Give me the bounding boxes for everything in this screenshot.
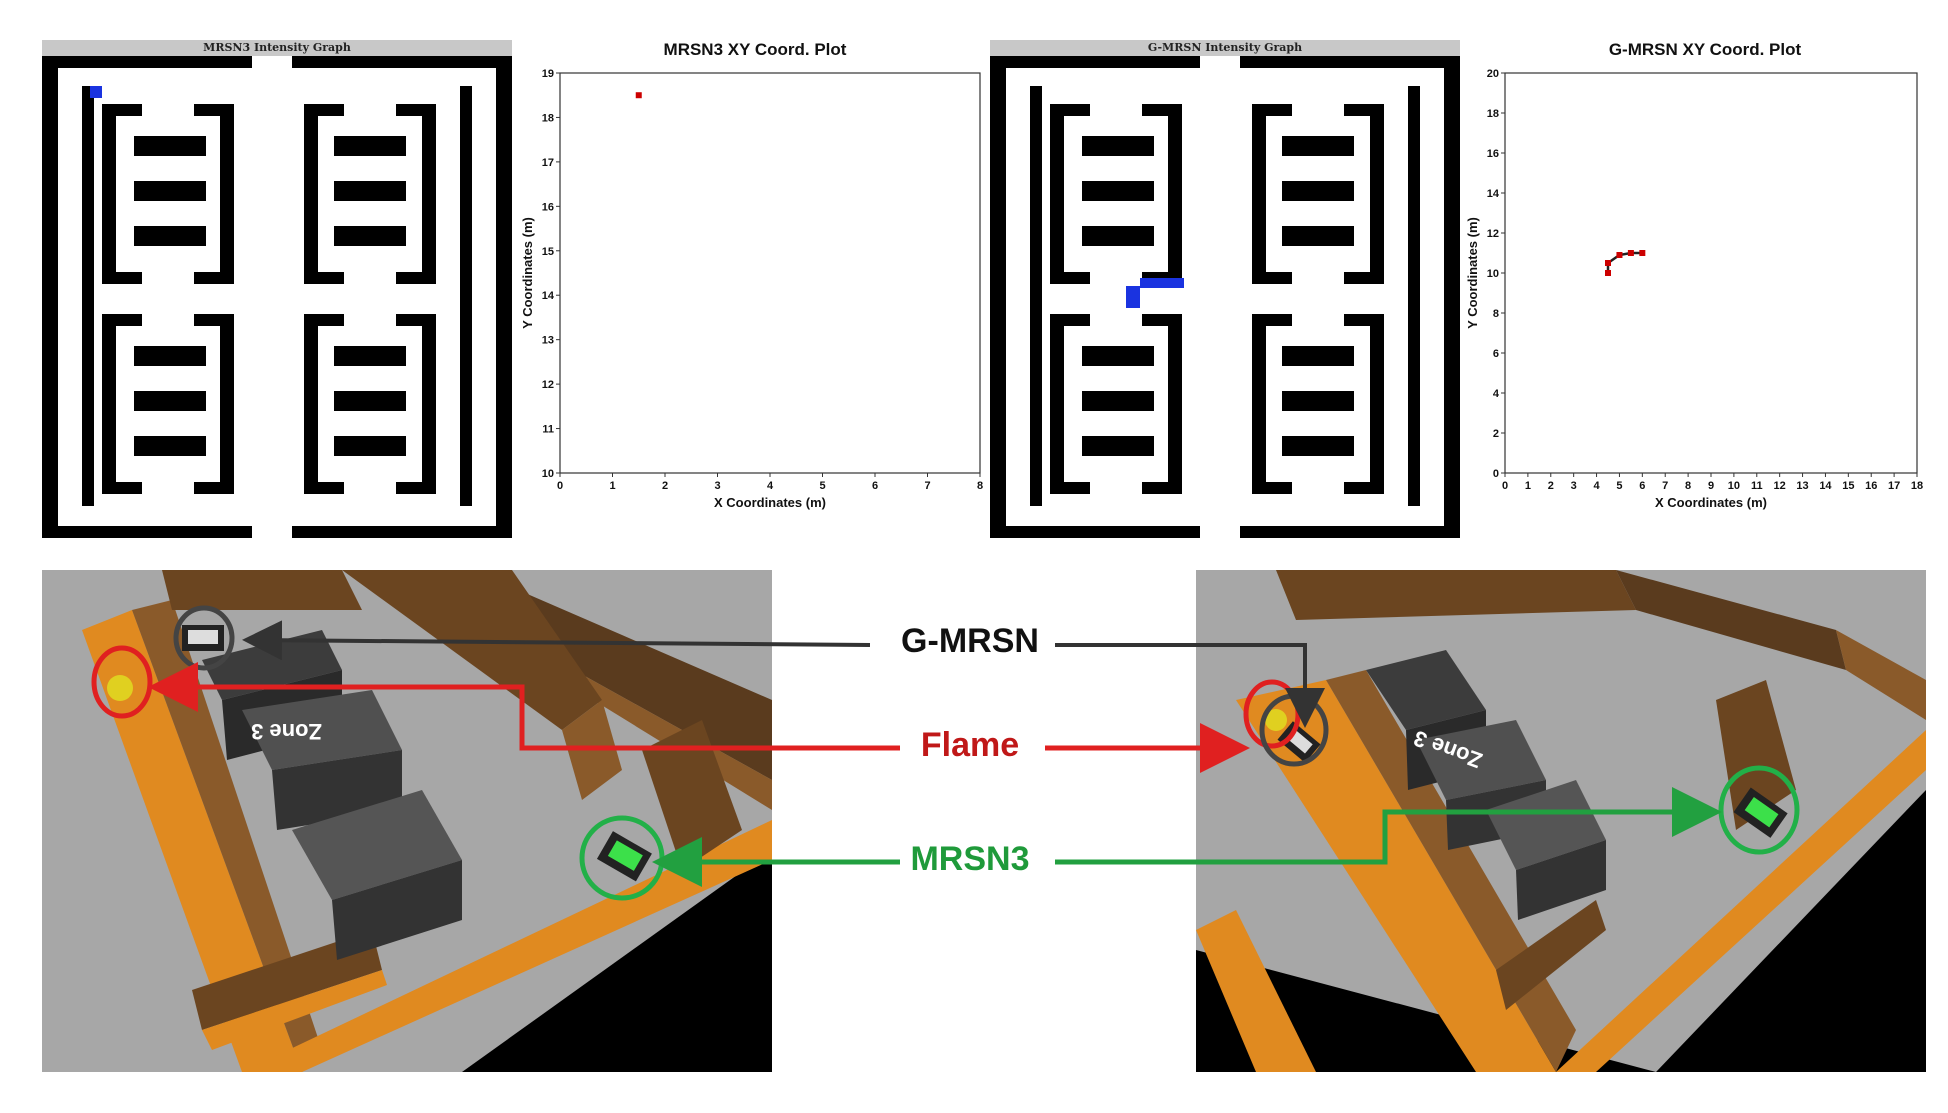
x-tick-label: 12 xyxy=(1774,480,1786,492)
data-point xyxy=(1605,270,1611,276)
flame-icon xyxy=(107,675,133,701)
x-tick-label: 11 xyxy=(1751,480,1763,492)
x-tick-label: 3 xyxy=(1571,480,1577,492)
x-tick-label: 13 xyxy=(1796,480,1808,492)
gmrsn-intensity-graph: G-MRSN Intensity Graph xyxy=(990,40,1460,538)
x-tick-label: 17 xyxy=(1888,480,1900,492)
robot-gmrsn xyxy=(182,625,224,651)
y-tick-label: 10 xyxy=(1487,268,1499,280)
y-tick-label: 6 xyxy=(1493,348,1499,360)
data-point xyxy=(1605,260,1611,266)
x-tick-label: 0 xyxy=(1502,480,1508,492)
x-tick-label: 7 xyxy=(924,480,930,492)
mrsn3-intensity-graph: MRSN3 Intensity Graph xyxy=(42,40,512,538)
y-tick-label: 4 xyxy=(1493,388,1500,400)
gmrsn-arrow-right xyxy=(1055,643,1325,728)
flame-icon xyxy=(1265,709,1287,731)
y-axis-label: Y Coordinates (m) xyxy=(520,217,535,329)
x-tick-label: 1 xyxy=(609,480,615,492)
x-tick-label: 7 xyxy=(1662,480,1668,492)
y-tick-label: 20 xyxy=(1487,68,1499,80)
plot-title: MRSN3 XY Coord. Plot xyxy=(663,40,847,59)
y-tick-label: 18 xyxy=(542,112,554,124)
x-tick-label: 5 xyxy=(819,480,825,492)
robot-mrsn3 xyxy=(596,831,652,882)
callout-flame: Flame xyxy=(920,726,1020,764)
y-tick-label: 2 xyxy=(1493,428,1499,440)
x-tick-label: 8 xyxy=(977,480,983,492)
y-tick-label: 16 xyxy=(542,201,554,213)
intensity-graph-title: MRSN3 Intensity Graph xyxy=(42,40,512,56)
gmrsn-highlight-circle xyxy=(173,605,235,671)
x-tick-label: 10 xyxy=(1728,480,1740,492)
x-axis-label: X Coordinates (m) xyxy=(714,495,826,510)
data-point xyxy=(635,92,642,99)
box-obstacle xyxy=(1486,780,1606,920)
gmrsn-arrow-left xyxy=(242,620,871,661)
y-tick-label: 19 xyxy=(542,68,554,80)
y-tick-label: 8 xyxy=(1493,308,1499,320)
y-tick-label: 12 xyxy=(1487,228,1499,240)
mrsn3-arrow-right xyxy=(1055,787,1722,865)
x-tick-label: 4 xyxy=(1593,480,1600,492)
x-tick-label: 9 xyxy=(1708,480,1714,492)
x-tick-label: 18 xyxy=(1911,480,1923,492)
x-tick-label: 2 xyxy=(1548,480,1554,492)
x-tick-label: 8 xyxy=(1685,480,1691,492)
robot-path-marker xyxy=(1140,278,1184,288)
x-tick-label: 0 xyxy=(557,480,563,492)
data-point xyxy=(1639,250,1646,256)
box-obstacle xyxy=(292,790,462,960)
intensity-graph-title: G-MRSN Intensity Graph xyxy=(990,40,1460,56)
data-point xyxy=(1616,252,1623,258)
robot-position-marker xyxy=(90,86,102,98)
x-tick-label: 5 xyxy=(1616,480,1622,492)
y-tick-label: 13 xyxy=(542,335,554,347)
data-point xyxy=(1627,250,1634,256)
left-3d-scene: Zone 3 xyxy=(42,570,772,1072)
y-tick-label: 12 xyxy=(542,379,554,391)
y-tick-label: 16 xyxy=(1487,148,1499,160)
intensity-map xyxy=(990,56,1460,538)
y-tick-label: 18 xyxy=(1487,108,1499,120)
x-tick-label: 2 xyxy=(662,480,668,492)
y-axis-label: Y Coordinates (m) xyxy=(1465,217,1480,329)
x-tick-label: 15 xyxy=(1842,480,1854,492)
x-axis-label: X Coordinates (m) xyxy=(1655,495,1767,510)
y-tick-label: 17 xyxy=(542,157,554,169)
y-tick-label: 10 xyxy=(542,468,554,480)
flame-arrow-left xyxy=(148,662,900,751)
x-tick-label: 6 xyxy=(1639,480,1645,492)
x-tick-label: 16 xyxy=(1865,480,1877,492)
y-tick-label: 15 xyxy=(542,246,554,258)
plot-area xyxy=(559,72,981,474)
robot-mrsn3 xyxy=(1733,787,1788,838)
plot-area xyxy=(1504,72,1918,474)
callout-mrsn3: MRSN3 xyxy=(910,840,1030,878)
robot-path-marker xyxy=(1126,286,1140,308)
y-tick-label: 11 xyxy=(542,424,554,436)
plot-title: G-MRSN XY Coord. Plot xyxy=(1608,40,1802,59)
x-tick-label: 1 xyxy=(1525,480,1531,492)
x-tick-label: 3 xyxy=(714,480,720,492)
intensity-map xyxy=(42,56,512,538)
callout-gmrsn: G-MRSN xyxy=(901,622,1039,660)
x-tick-label: 4 xyxy=(767,480,774,492)
x-tick-label: 6 xyxy=(872,480,878,492)
y-tick-label: 14 xyxy=(1487,188,1500,200)
zone-label: Zone 3 xyxy=(251,719,322,744)
right-3d-scene: Zone 3 xyxy=(1196,570,1926,1072)
y-tick-label: 0 xyxy=(1493,468,1499,480)
x-tick-label: 14 xyxy=(1819,480,1832,492)
y-tick-label: 14 xyxy=(542,290,555,302)
